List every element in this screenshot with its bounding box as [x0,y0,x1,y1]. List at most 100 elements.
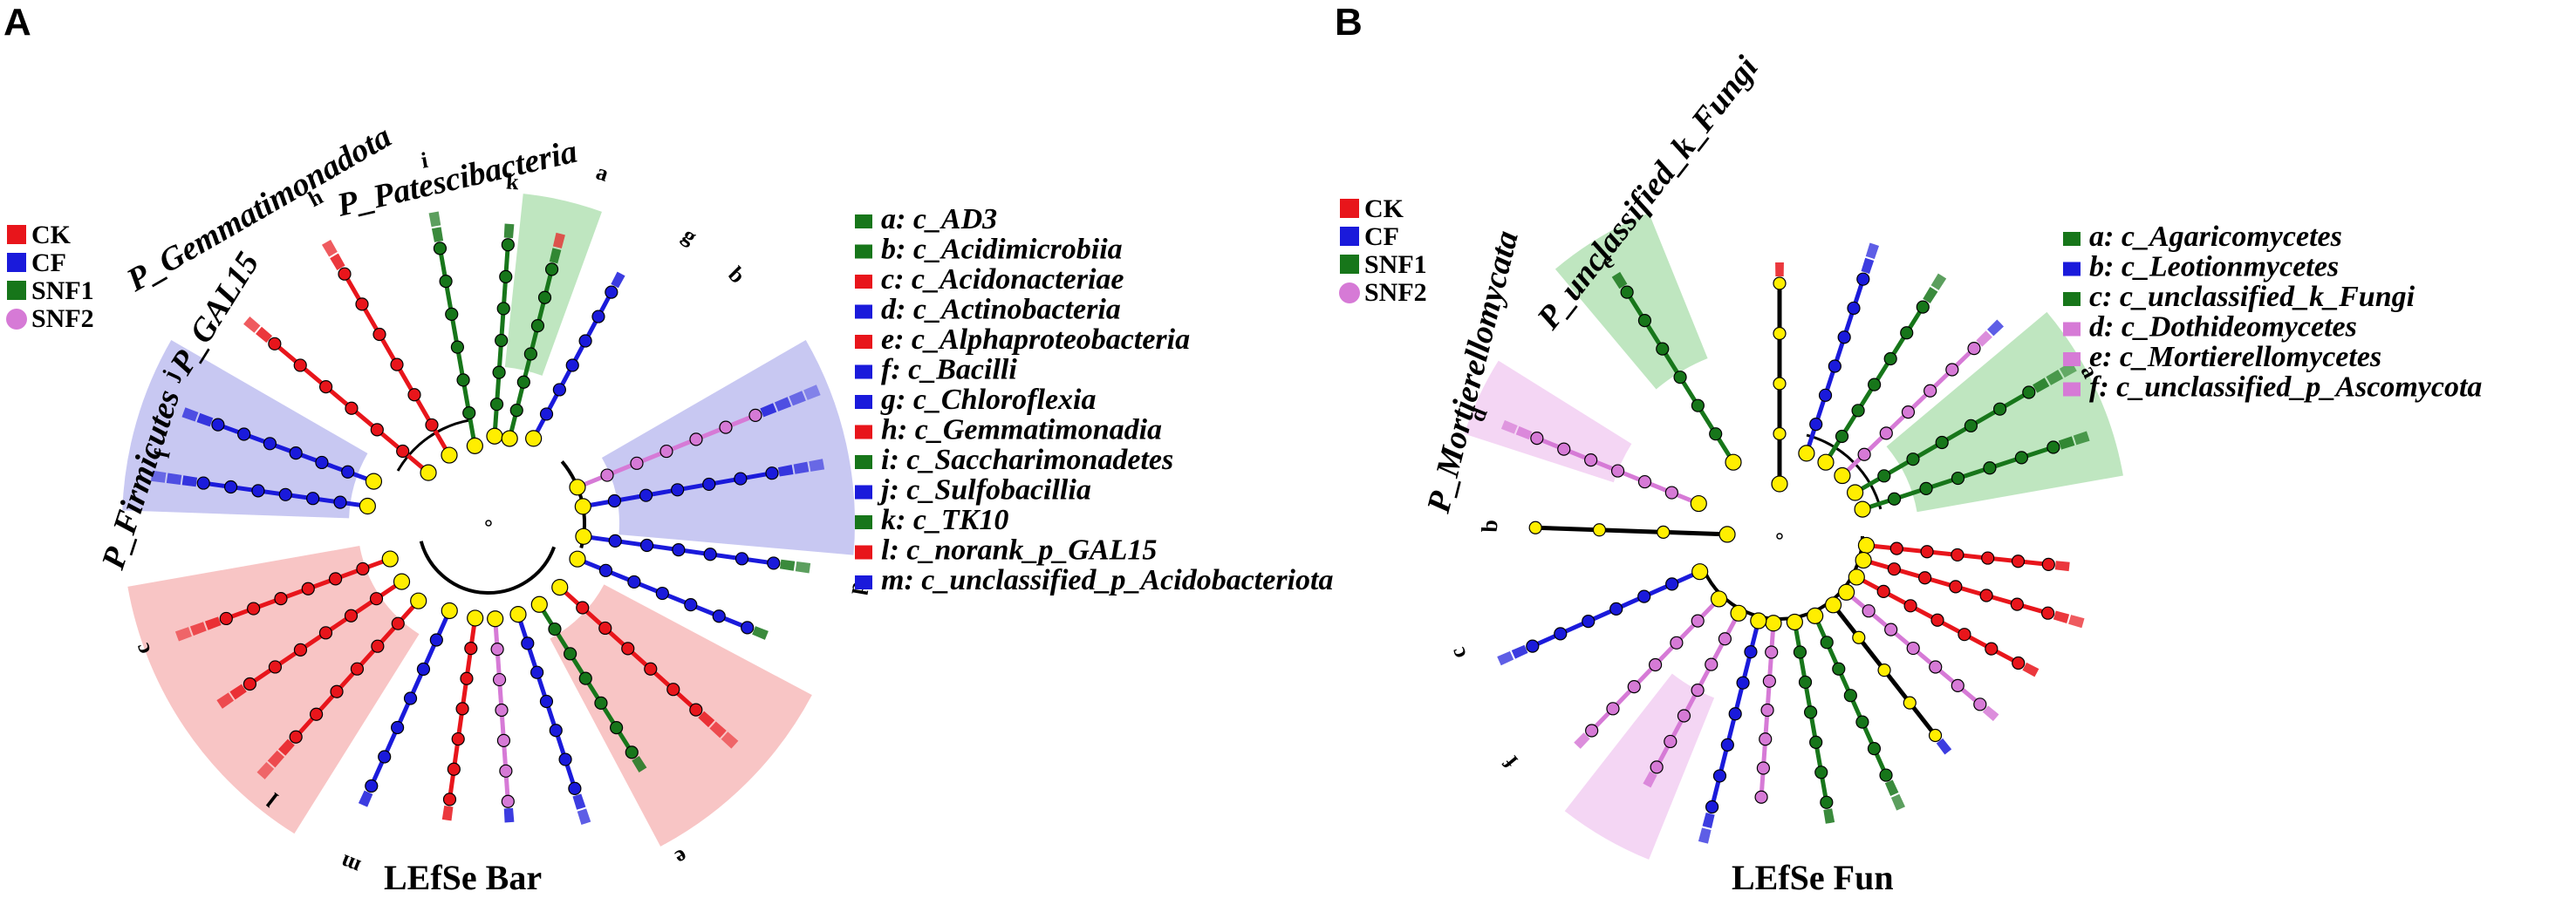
a-abundance-bar-12-2 [721,731,739,749]
a-node-14-1 [521,636,535,650]
panel-a-letter: A [3,1,31,44]
a-abundance-bar-14-1 [577,808,591,825]
b-node-11-0 [1848,568,1865,586]
a-node-8-4 [689,432,703,446]
b-tip-label-f: f [1499,751,1523,773]
a-node-0-0 [359,497,376,515]
a-abundance-bar-10-0 [779,559,796,571]
key-a-swatch-8 [855,455,872,469]
b-node-11-3 [1930,613,1944,627]
b-node-19-0 [1710,590,1728,608]
a-node-7-2 [552,383,566,397]
a-node-20-2 [328,572,343,586]
key-a-entry-5: f: c_Bacilli [881,354,1017,386]
b-node-4-1 [1809,418,1823,432]
a-node-0-3 [278,487,292,501]
a-node-6-2 [516,375,530,389]
b-abundance-bar-17-1 [1698,827,1712,844]
a-node-0-1 [333,495,347,509]
legend-a-label-ck: CK [31,221,72,249]
b-node-1-4 [1584,452,1598,467]
b-node-9-2 [1920,545,1934,559]
b-node-15-0 [1786,613,1803,631]
b-node-17-6 [1705,800,1719,814]
a-branch-arc-2 [396,418,471,472]
legend-a-swatch-cf [7,253,26,272]
b-node-16-5 [1756,761,1770,775]
panel-a-cladogram: abcdefghijklm [122,147,873,880]
a-node-17-6 [365,779,379,793]
b-node-20-4 [1582,615,1595,629]
b-node-10-5 [2010,597,2024,611]
legend-a-label-snf1: SNF1 [31,276,94,305]
a-node-19-3 [318,626,333,640]
key-a-swatch-0 [855,214,872,228]
a-node-13-6 [625,745,639,759]
b-node-7-2 [1906,452,1920,466]
b-abundance-bar-5-0 [1923,287,1938,304]
b-node-5-4 [1883,351,1897,366]
a-node-14-6 [568,781,582,795]
a-node-14-3 [539,694,554,709]
b-node-18-6 [1650,760,1664,774]
a-node-1-4 [263,437,277,451]
b-node-1-0 [1690,494,1707,513]
a-clade-highlight-1 [601,340,856,555]
a-node-0-6 [196,476,210,490]
a-node-11-4 [684,598,698,612]
b-node-5-6 [1916,300,1930,314]
a-abundance-bar-4-1 [428,211,441,228]
b-node-18-1 [1718,632,1732,646]
b-abundance-bar-20-1 [1497,650,1514,666]
b-node-14-6 [1879,768,1893,782]
a-node-4-3 [450,340,465,354]
key-a-entry-6: g: c_Chloroflexia [880,384,1096,416]
a-abundance-bar-12-1 [709,721,727,738]
a-node-3-1 [425,418,439,432]
b-node-11-5 [1985,642,1999,656]
b-abundance-bar-10-0 [2053,610,2070,624]
key-a-swatch-4 [855,335,872,349]
a-abundance-bar-2-1 [243,316,261,333]
b-node-1-2 [1637,474,1652,489]
a-node-16-3 [455,702,469,716]
a-node-12-4 [644,662,658,676]
b-node-4-3 [1828,359,1841,373]
a-node-17-4 [391,720,405,735]
a-node-3-4 [372,327,386,342]
a-node-2-0 [420,464,437,481]
b-node-14-3 [1843,689,1857,703]
a-node-2-4 [318,379,333,394]
b-node-12-4 [1929,660,1943,674]
a-node-10-4 [703,548,717,561]
legend-a-label-cf: CF [31,248,66,277]
a-node-18-1 [391,616,405,630]
b-node-9-6 [2041,557,2055,572]
b-node-15-1 [1793,645,1807,659]
a-node-14-0 [509,606,527,623]
b-node-5-5 [1900,326,1914,340]
a-node-16-2 [460,671,474,685]
a-tip-label-b: b [723,262,750,289]
a-abundance-bar-14-0 [572,793,586,810]
a-abundance-bar-18-0 [278,738,295,756]
a-node-11-0 [569,550,586,568]
a-node-13-0 [530,595,548,613]
legend-b-label-snf2: SNF2 [1364,278,1427,307]
key-a-entry-9: j: c_Sulfobacillia [877,474,1091,507]
key-a-swatch-12 [855,575,872,589]
b-node-18-2 [1705,657,1718,671]
key-b-entry-1: b: c_Leotionmycetes [2089,251,2339,283]
b-node-20-5 [1554,627,1568,641]
a-node-5-6 [501,238,515,252]
a-abundance-bar-3-0 [330,253,345,270]
b-node-10-3 [1949,580,1963,594]
b-node-1-1 [1664,486,1678,500]
a-node-1-0 [365,473,383,490]
a-node-13-2 [564,647,577,661]
b-node-5-1 [1835,429,1849,444]
b-node-14-2 [1832,662,1846,676]
b-node-15-3 [1803,705,1818,719]
